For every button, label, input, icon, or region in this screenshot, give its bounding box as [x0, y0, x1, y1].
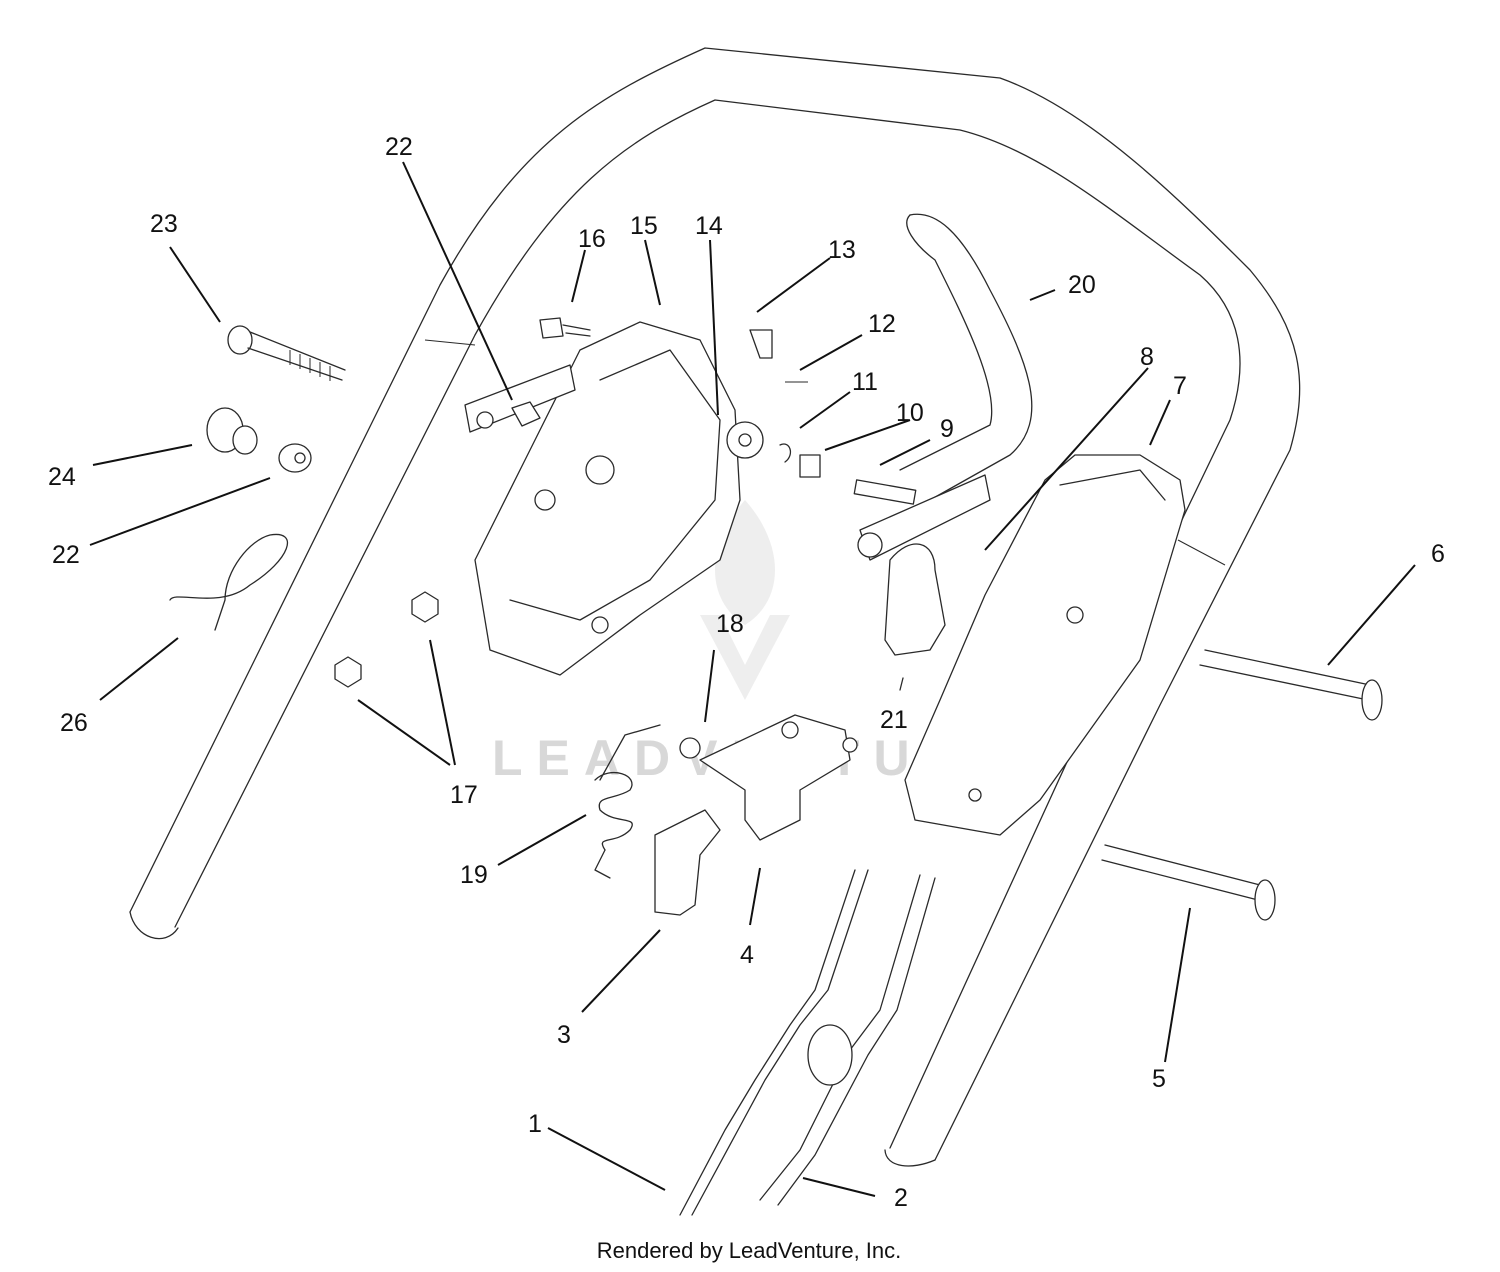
- handle-tube: [129, 47, 1301, 1167]
- bracket-part-4: [699, 714, 858, 841]
- bail-part-20: [899, 213, 1033, 501]
- washer-part-22: [278, 443, 312, 473]
- callout-9: 9: [940, 415, 954, 443]
- trigger-part-3: [654, 809, 721, 916]
- spring-part-11: [779, 443, 792, 463]
- nut-part-17: [334, 591, 439, 688]
- bolt-part-6: [1199, 649, 1383, 721]
- callouts: 1 2 3 4 5 6 7 8 9 10 11 12 13 14 15 16 1…: [48, 133, 1445, 1212]
- leader-lines: [89, 161, 1416, 1197]
- callout-24: 24: [48, 463, 76, 491]
- callout-22-top: 22: [385, 133, 413, 161]
- pin-part-9: [853, 479, 917, 505]
- callout-26: 26: [60, 709, 88, 737]
- hairpin-part-26: [169, 533, 288, 631]
- cam-part-14: [726, 421, 764, 459]
- bolt-part-5: [1101, 844, 1276, 921]
- callout-6: 6: [1431, 540, 1445, 568]
- callout-5: 5: [1152, 1065, 1166, 1093]
- pin-part-21: [899, 677, 904, 691]
- callout-17: 17: [450, 781, 478, 809]
- callout-4: 4: [740, 941, 754, 969]
- spring-part-19: [594, 724, 661, 879]
- cable-part-1: [679, 869, 869, 1216]
- spring-part-10: [799, 454, 821, 478]
- callout-2: 2: [894, 1184, 908, 1212]
- callout-20: 20: [1068, 271, 1096, 299]
- bushing-part-18: [679, 737, 701, 759]
- callout-19: 19: [460, 861, 488, 889]
- callout-10: 10: [896, 399, 924, 427]
- callout-8: 8: [1140, 343, 1154, 371]
- control-housing-part-15: [474, 321, 741, 676]
- bushing-part-24: [206, 407, 258, 455]
- callout-23: 23: [150, 210, 178, 238]
- callout-16: 16: [578, 225, 606, 253]
- callout-11: 11: [852, 368, 878, 396]
- screw-part-16: [539, 317, 591, 339]
- callout-18: 18: [716, 610, 744, 638]
- bracket-part-22: [464, 364, 576, 433]
- callout-22-bottom: 22: [52, 541, 80, 569]
- callout-7: 7: [1173, 372, 1187, 400]
- cover-part-7: [904, 454, 1186, 836]
- callout-3: 3: [557, 1021, 571, 1049]
- callout-21: 21: [880, 706, 908, 734]
- callout-12: 12: [868, 310, 896, 338]
- callout-1: 1: [528, 1110, 542, 1138]
- clip-part-13: [749, 329, 773, 359]
- bolt-part-23: [227, 325, 346, 381]
- callout-15: 15: [630, 212, 658, 240]
- callout-14: 14: [695, 212, 723, 240]
- cable-part-2: [759, 874, 936, 1206]
- rendered-by-footer: Rendered by LeadVenture, Inc.: [597, 1238, 902, 1263]
- lever-part-8: [857, 474, 991, 656]
- callout-13: 13: [828, 236, 856, 264]
